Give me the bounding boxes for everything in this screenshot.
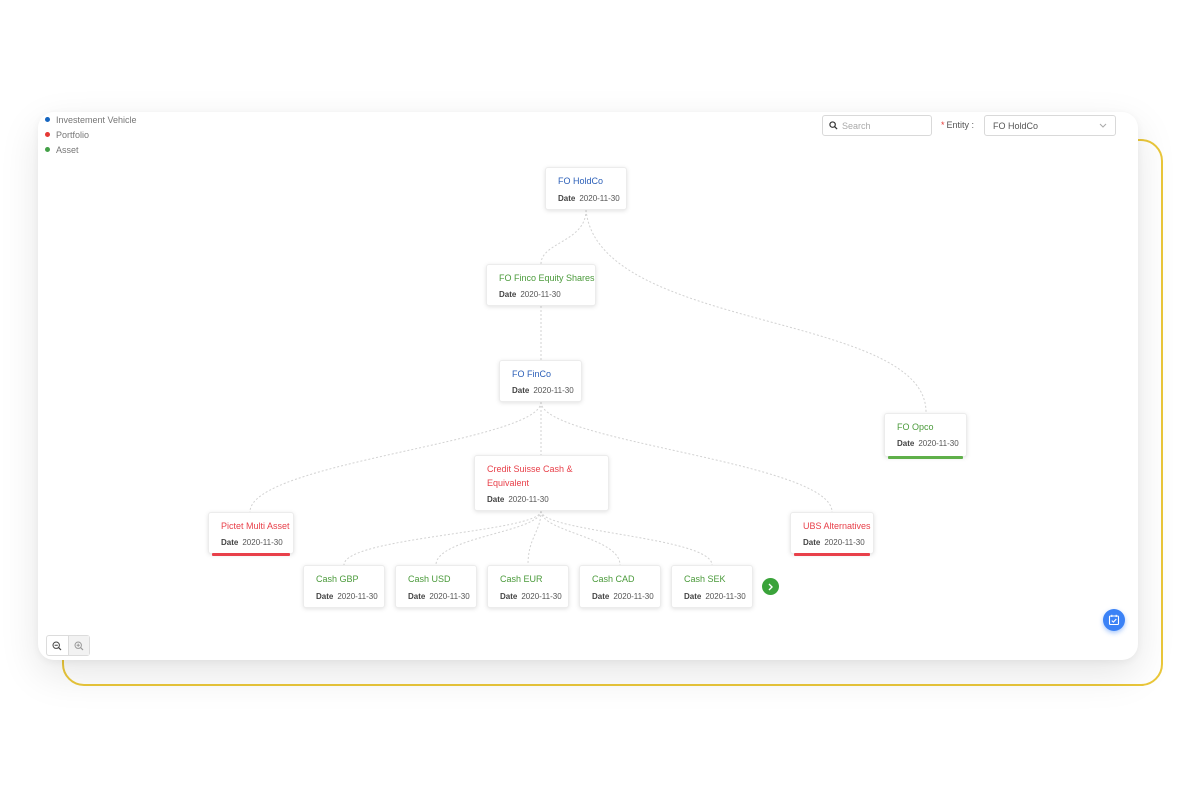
tree-edges	[249, 209, 927, 566]
zoom-controls	[46, 635, 90, 656]
edge	[540, 401, 833, 513]
zoom-out-icon	[52, 640, 62, 650]
node-title: Cash USD	[408, 574, 451, 584]
legend-item-asset: Asset	[45, 142, 137, 157]
legend-item-portfolio: Portfolio	[45, 127, 137, 142]
search-box[interactable]	[822, 115, 932, 136]
node-title: Credit Suisse Cash & Equivalent	[487, 464, 573, 488]
entity-label-text: Entity :	[946, 120, 975, 130]
zoom-in-icon	[74, 640, 84, 650]
node-title: Cash CAD	[592, 574, 635, 584]
legend-item-investment-vehicle: Investement Vehicle	[45, 112, 137, 127]
edge	[540, 510, 621, 566]
legend-label: Asset	[56, 144, 79, 155]
node-title: FO HoldCo	[558, 176, 604, 186]
zoom-in-button[interactable]	[67, 636, 89, 655]
legend-dot-icon	[45, 132, 50, 137]
node-title: Cash EUR	[500, 574, 543, 584]
org-chart-panel: Investement Vehicle Portfolio Asset *Ent…	[38, 112, 1138, 660]
node-title: UBS Alternatives	[803, 521, 871, 531]
search-icon	[829, 121, 838, 130]
legend-dot-icon	[45, 117, 50, 122]
node-type-bar	[888, 456, 963, 459]
legend-label: Portfolio	[56, 129, 90, 140]
edge	[249, 401, 542, 513]
node-title: Cash GBP	[316, 574, 359, 584]
edge	[540, 510, 713, 566]
edge	[585, 209, 927, 414]
edge	[540, 209, 587, 265]
edge	[343, 510, 542, 566]
floating-action-button[interactable]	[1103, 609, 1125, 631]
calendar-check-icon	[1108, 614, 1120, 626]
entity-select-value: FO HoldCo	[993, 120, 1039, 131]
entity-label: *Entity :	[941, 120, 974, 130]
legend-label: Investement Vehicle	[56, 114, 137, 125]
edge	[435, 510, 542, 566]
search-input[interactable]	[842, 120, 922, 131]
node-title: Cash SEK	[684, 574, 726, 584]
legend-dot-icon	[45, 147, 50, 152]
node-title: FO Finco Equity Shares	[499, 273, 595, 283]
node-title: Pictet Multi Asset	[221, 521, 290, 531]
zoom-out-button[interactable]	[47, 636, 68, 655]
node-type-bar	[794, 553, 870, 556]
chevron-right-icon	[768, 583, 773, 590]
edge	[527, 510, 542, 566]
legend: Investement Vehicle Portfolio Asset	[45, 112, 137, 157]
chevron-down-icon	[1099, 123, 1107, 128]
node-title: FO Opco	[897, 422, 934, 432]
node-title: FO FinCo	[512, 369, 552, 379]
next-siblings-button[interactable]	[762, 578, 779, 595]
node-type-bar	[212, 553, 290, 556]
entity-select[interactable]: FO HoldCo	[984, 115, 1116, 136]
required-mark: *	[941, 120, 945, 130]
